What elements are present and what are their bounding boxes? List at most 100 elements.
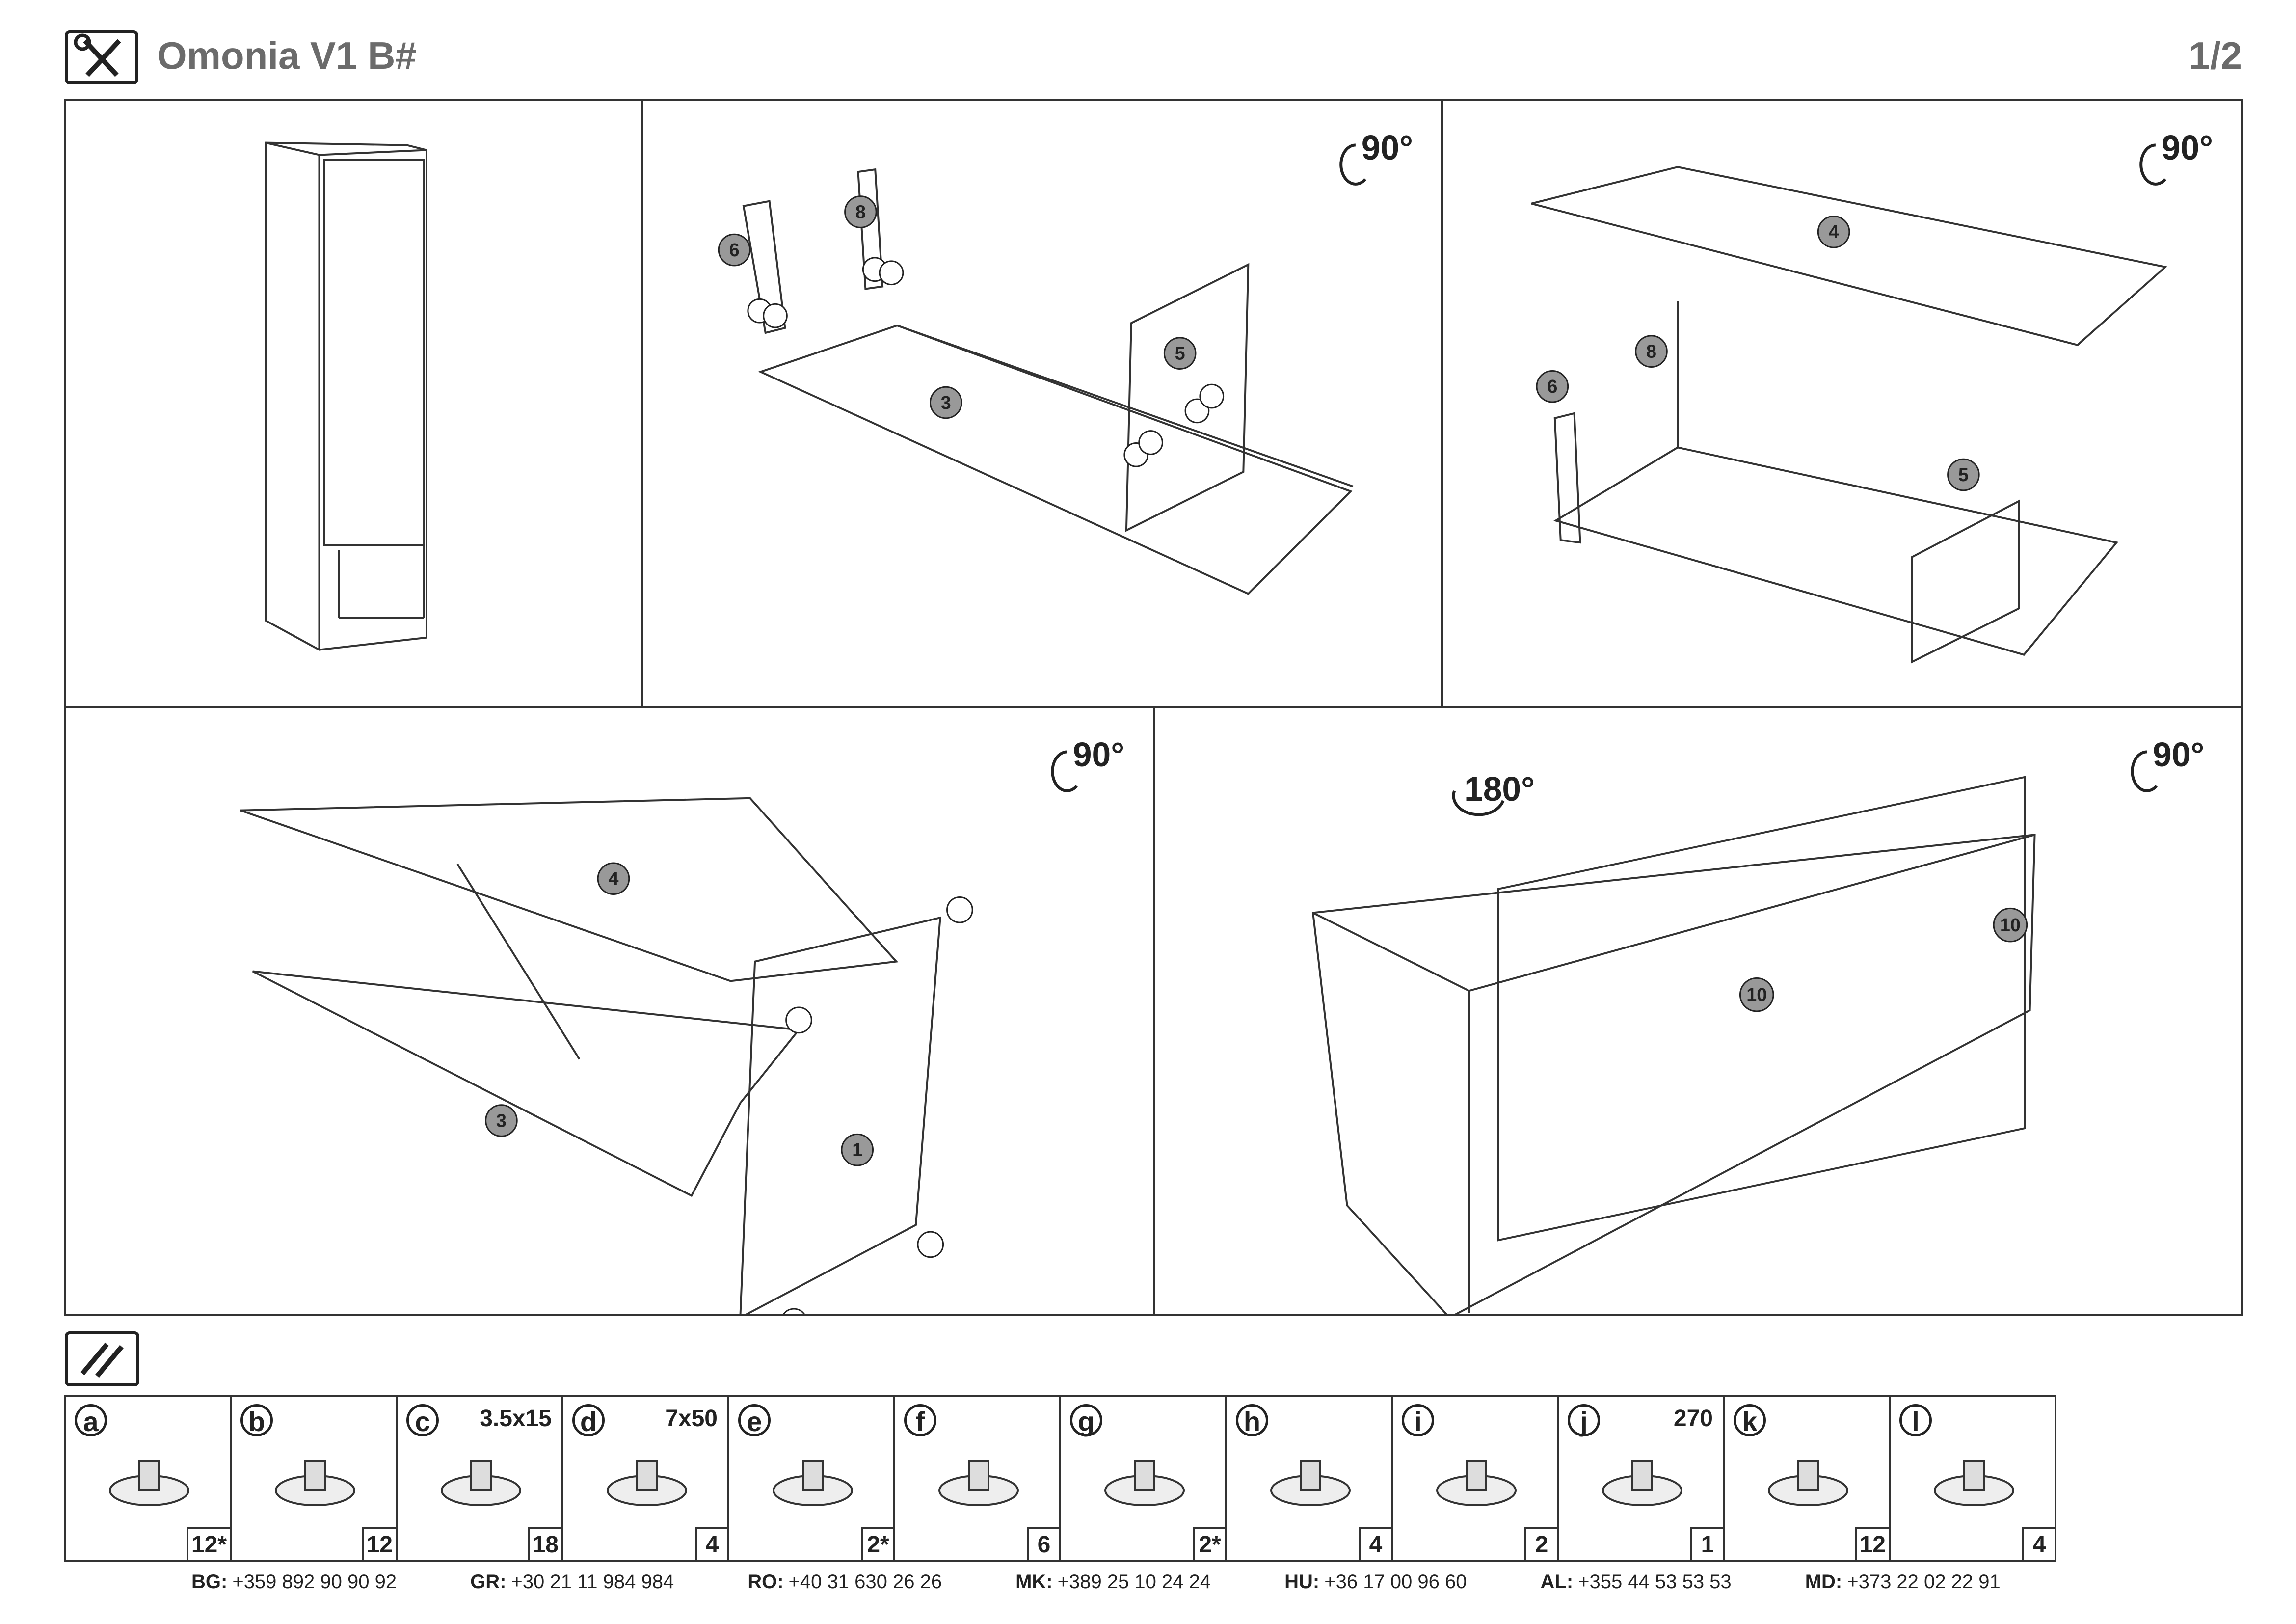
part-quantity: 2* <box>1193 1527 1227 1562</box>
rotate-90-icon: 90° <box>2131 735 2204 792</box>
part-illustration <box>607 1460 687 1506</box>
step-5: 90° 180° 10 10 <box>1153 706 2243 1316</box>
country-code: MK: <box>1015 1571 1053 1593</box>
phone-number: +389 25 10 24 24 <box>1057 1571 1211 1593</box>
svg-text:8: 8 <box>855 201 866 222</box>
rotate-90-icon: 90° <box>2139 129 2213 186</box>
part-c: c 3.5x15 18 <box>396 1395 563 1562</box>
country-code: AL: <box>1540 1571 1574 1593</box>
part-letter: k <box>1734 1404 1766 1437</box>
step-4: 90° 4 3 1 <box>64 706 1155 1316</box>
part-e: e 2* <box>727 1395 895 1562</box>
part-letter: e <box>738 1404 771 1437</box>
contact-entry: AL:+355 44 53 53 53 <box>1541 1571 1732 1593</box>
svg-text:10: 10 <box>1746 984 1767 1005</box>
svg-text:6: 6 <box>1547 376 1557 397</box>
part-illustration <box>1768 1460 1848 1506</box>
document-title: Omonia V1 B# <box>157 34 417 77</box>
part-k: k 12 <box>1723 1395 1891 1562</box>
contact-numbers: BG:+359 892 90 90 92 GR:+30 21 11 984 984… <box>191 1571 2074 1593</box>
contact-entry: BG:+359 892 90 90 92 <box>191 1571 397 1593</box>
part-illustration <box>773 1460 853 1506</box>
svg-text:90°: 90° <box>2162 129 2213 167</box>
part-size: 3.5x15 <box>480 1406 552 1432</box>
phone-number: +373 22 02 22 91 <box>1847 1571 2001 1593</box>
part-quantity: 12 <box>361 1527 398 1562</box>
part-b: b 12 <box>230 1395 398 1562</box>
part-quantity: 1 <box>1690 1527 1725 1562</box>
country-code: HU: <box>1284 1571 1320 1593</box>
part-illustration <box>1270 1460 1351 1506</box>
svg-text:1: 1 <box>852 1139 862 1160</box>
part-quantity: 6 <box>1027 1527 1061 1562</box>
part-letter: h <box>1236 1404 1268 1437</box>
country-code: RO: <box>748 1571 784 1593</box>
part-letter: g <box>1070 1404 1102 1437</box>
part-quantity: 18 <box>527 1527 563 1562</box>
part-letter: j <box>1568 1404 1600 1437</box>
part-letter: b <box>240 1404 273 1437</box>
step-2: 90° 6 8 3 5 <box>641 99 1443 708</box>
svg-text:5: 5 <box>1958 464 1969 485</box>
part-quantity: 4 <box>695 1527 729 1562</box>
svg-text:6: 6 <box>729 240 740 260</box>
tools-icon <box>65 30 138 84</box>
step-finished-view <box>64 99 643 708</box>
svg-text:90°: 90° <box>2153 735 2204 774</box>
part-size: 7x50 <box>665 1406 718 1432</box>
contact-entry: MK:+389 25 10 24 24 <box>1015 1571 1211 1593</box>
part-g: g 2* <box>1059 1395 1227 1562</box>
contact-entry: GR:+30 21 11 984 984 <box>470 1571 674 1593</box>
hardware-icon <box>65 1331 139 1386</box>
part-illustration <box>275 1460 355 1506</box>
part-j: j 270 1 <box>1557 1395 1725 1562</box>
svg-text:4: 4 <box>608 868 618 889</box>
part-illustration <box>1104 1460 1185 1506</box>
svg-text:3: 3 <box>496 1110 507 1131</box>
assembly-steps: 90° 6 8 3 5 <box>64 99 2243 1316</box>
part-quantity: 4 <box>2022 1527 2056 1562</box>
rotate-90-icon: 90° <box>1339 129 1413 186</box>
svg-text:90°: 90° <box>1073 735 1124 774</box>
country-code: BG: <box>191 1571 228 1593</box>
part-letter: c <box>406 1404 439 1437</box>
part-quantity: 12 <box>1854 1527 1891 1562</box>
part-illustration <box>938 1460 1019 1506</box>
part-letter: d <box>572 1404 605 1437</box>
svg-text:4: 4 <box>1829 221 1839 242</box>
part-illustration <box>1934 1460 2014 1506</box>
part-letter: a <box>75 1404 107 1437</box>
country-code: GR: <box>470 1571 507 1593</box>
rotate-180-icon: 180° <box>1452 770 1535 816</box>
step-3: 90° 4 6 8 5 <box>1441 99 2243 708</box>
part-illustration <box>1436 1460 1517 1506</box>
part-illustration <box>109 1460 189 1506</box>
svg-text:90°: 90° <box>1362 129 1413 167</box>
phone-number: +355 44 53 53 53 <box>1578 1571 1732 1593</box>
part-quantity: 4 <box>1359 1527 1393 1562</box>
svg-text:10: 10 <box>2000 915 2021 935</box>
phone-number: +40 31 630 26 26 <box>788 1571 942 1593</box>
phone-number: +359 892 90 90 92 <box>232 1571 397 1593</box>
svg-text:5: 5 <box>1175 343 1185 364</box>
contact-entry: RO:+40 31 630 26 26 <box>748 1571 942 1593</box>
part-illustration <box>441 1460 521 1506</box>
part-quantity: 2* <box>861 1527 895 1562</box>
part-letter: i <box>1402 1404 1434 1437</box>
country-code: MD: <box>1805 1571 1842 1593</box>
rotate-90-icon: 90° <box>1051 735 1124 792</box>
contact-entry: HU:+36 17 00 96 60 <box>1284 1571 1467 1593</box>
contact-entry: MD:+373 22 02 22 91 <box>1805 1571 2001 1593</box>
part-size: 270 <box>1673 1406 1713 1432</box>
part-letter: l <box>1899 1404 1932 1437</box>
part-quantity: 12* <box>186 1527 232 1562</box>
svg-text:3: 3 <box>941 392 951 413</box>
page-number: 1/2 <box>2189 34 2242 77</box>
part-illustration <box>1602 1460 1682 1506</box>
part-quantity: 2 <box>1524 1527 1559 1562</box>
